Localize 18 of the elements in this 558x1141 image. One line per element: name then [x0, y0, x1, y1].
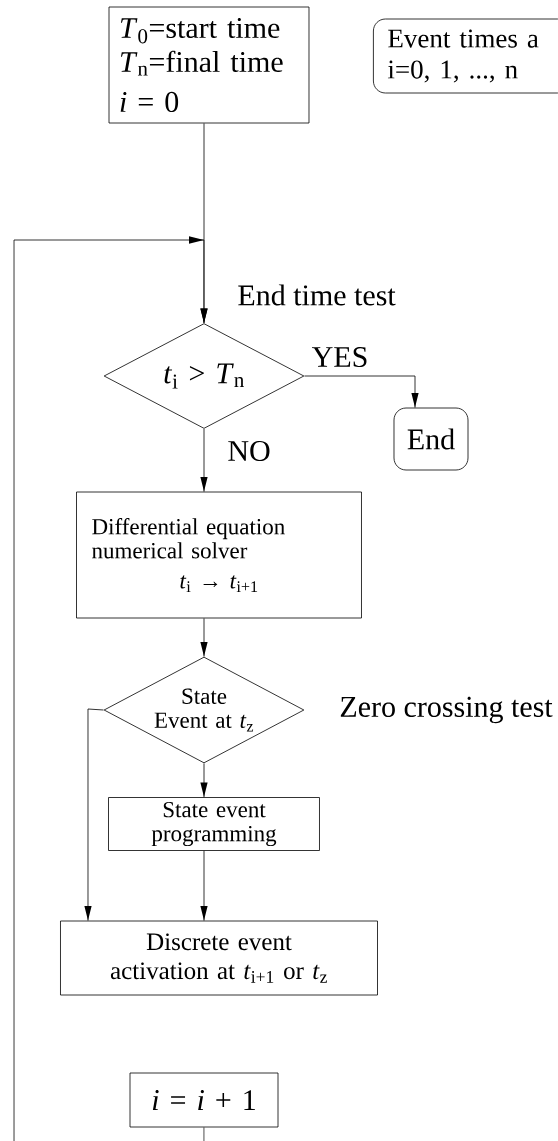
arrow — [200, 763, 208, 798]
process-box: State event programming — [108, 797, 320, 851]
end-terminal: End — [393, 407, 469, 471]
arrow — [200, 428, 208, 492]
edge-label: NO — [228, 440, 270, 462]
edge-label: YES — [312, 346, 367, 368]
start-box: T$_{0}$=start time T$_{n}$=final time i = 0 — [108, 6, 310, 124]
arrow — [84, 708, 104, 921]
note-box: Event times a i=0, 1, ..., n — [373, 18, 558, 94]
arrow — [304, 375, 419, 408]
arrow — [200, 618, 208, 657]
annotation: Zero crossing test — [340, 696, 553, 724]
arrow — [200, 850, 208, 921]
annotation: End time test — [238, 284, 396, 306]
process-box: Discrete event activation at t$_{i+1}$ or t$_{z}$ — [60, 920, 378, 996]
process-box: Differential equation numerical solver t$_{i}$ → t$_{i+1}$ — [76, 491, 362, 619]
process-box: i = i + 1 — [129, 1072, 279, 1128]
loop-arrow — [13, 236, 208, 1141]
